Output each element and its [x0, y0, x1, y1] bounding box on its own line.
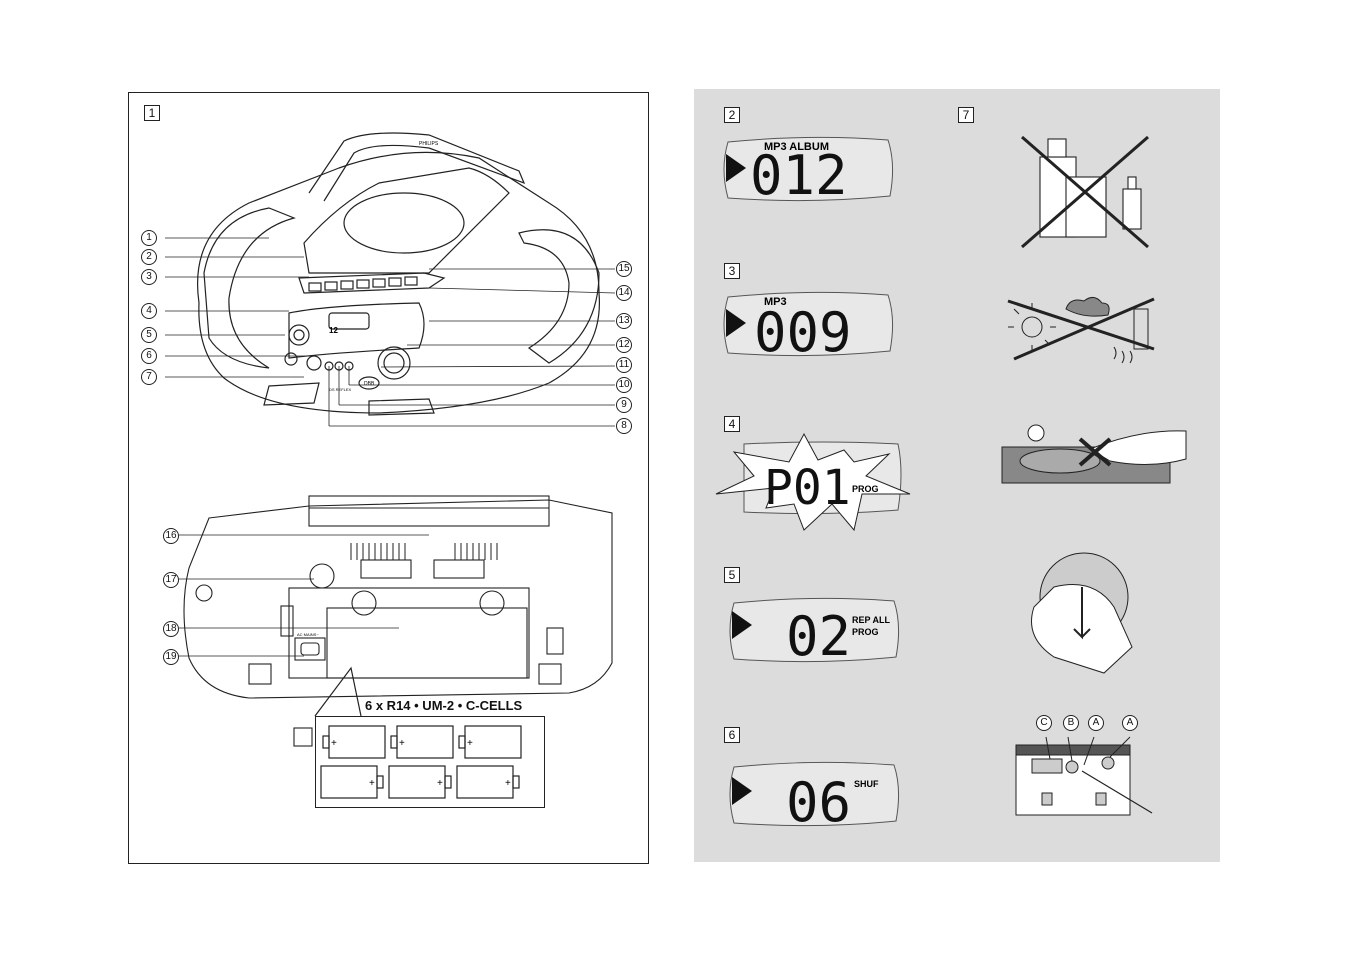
front-view-illustration: PHILIPS 12 DBB DS REFLEX [165, 132, 616, 427]
figure-1-panel: 1 [128, 92, 649, 864]
callout-11: 11 [616, 357, 632, 373]
lcd-digits: 06 [786, 771, 851, 829]
lcd-side-text: SHUF [854, 779, 879, 789]
brand-text: PHILIPS [419, 141, 439, 147]
callout-18: 18 [163, 621, 179, 637]
battery-plus-1: + [331, 738, 337, 749]
callout-12: 12 [616, 337, 632, 353]
battery-caption: 6 x R14 • UM-2 • C-CELLS [365, 698, 523, 713]
battery-plus-4: + [369, 778, 375, 789]
ac-mains-text: AC MAINS~ [297, 632, 319, 637]
figure-7-label: 7 [958, 107, 974, 123]
callout-19: 19 [163, 649, 179, 665]
callout-1: 1 [141, 230, 157, 246]
lcd-side-text-line1: REP ALL [852, 615, 891, 625]
figure-3-label: 3 [724, 263, 740, 279]
callout-9: 9 [616, 397, 632, 413]
battery-plus-6: + [505, 778, 511, 789]
lcd-display-fig3: MP3 009 [723, 291, 894, 359]
lens-label-a2: A [1122, 715, 1138, 731]
lcd-top-text: MP3 ALBUM [764, 141, 829, 153]
callout-14: 14 [616, 285, 632, 301]
callout-8: 8 [616, 418, 632, 434]
no-heat-moisture-illustration [1007, 297, 1155, 364]
batteries-illustration: + + + + + + [320, 725, 522, 799]
dont-touch-lens-illustration [1001, 424, 1187, 484]
callout-15: 15 [616, 261, 632, 277]
lcd-display-fig4: P01 PROG [715, 432, 911, 532]
callout-17: 17 [163, 572, 179, 588]
callout-4: 4 [141, 303, 157, 319]
clean-disc-illustration [1031, 552, 1133, 674]
lcd-side-text-line2: PROG [852, 627, 879, 637]
callout-5: 5 [141, 327, 157, 343]
figure-4-label: 4 [724, 416, 740, 432]
laser-lens-illustration [1015, 736, 1153, 816]
dbb-text: DBB [364, 381, 375, 387]
battery-plus-3: + [467, 738, 473, 749]
lcd-digits: P01 [764, 460, 851, 516]
lens-label-b: B [1063, 715, 1079, 731]
lcd-display-fig6: 06 SHUF [729, 761, 900, 829]
lcd-top-text: MP3 [764, 296, 787, 308]
no-solvents-illustration [1021, 135, 1149, 249]
battery-plus-2: + [399, 738, 405, 749]
battery-box [315, 716, 545, 808]
callout-13: 13 [616, 313, 632, 329]
callout-7: 7 [141, 369, 157, 385]
lcd-side-text: PROG [852, 484, 879, 494]
lcd-display-fig2: MP3 ALBUM 012 [723, 136, 894, 204]
figure-2-label: 2 [724, 107, 740, 123]
reflex-text: DS REFLEX [329, 387, 352, 392]
lens-label-c: C [1036, 715, 1052, 731]
lcd-digits: 009 [754, 301, 852, 359]
figures-2-7-panel: 2 MP3 ALBUM 012 3 MP3 009 4 P01 PROG 5 0… [694, 89, 1220, 862]
lens-label-a1: A [1088, 715, 1104, 731]
callout-6: 6 [141, 348, 157, 364]
lcd-digits: 02 [786, 605, 851, 665]
battery-plus-5: + [437, 778, 443, 789]
callout-3: 3 [141, 269, 157, 285]
lcd-digits: 012 [750, 144, 848, 204]
callout-16: 16 [163, 528, 179, 544]
lcd-readout: 12 [329, 326, 338, 335]
back-view-illustration: AC MAINS~ [179, 495, 613, 747]
figure-5-label: 5 [724, 567, 740, 583]
figure-1-label: 1 [144, 105, 160, 121]
callout-2: 2 [141, 249, 157, 265]
figure-6-label: 6 [724, 727, 740, 743]
callout-10: 10 [616, 377, 632, 393]
lcd-display-fig5: 02 REP ALL PROG [729, 597, 900, 665]
